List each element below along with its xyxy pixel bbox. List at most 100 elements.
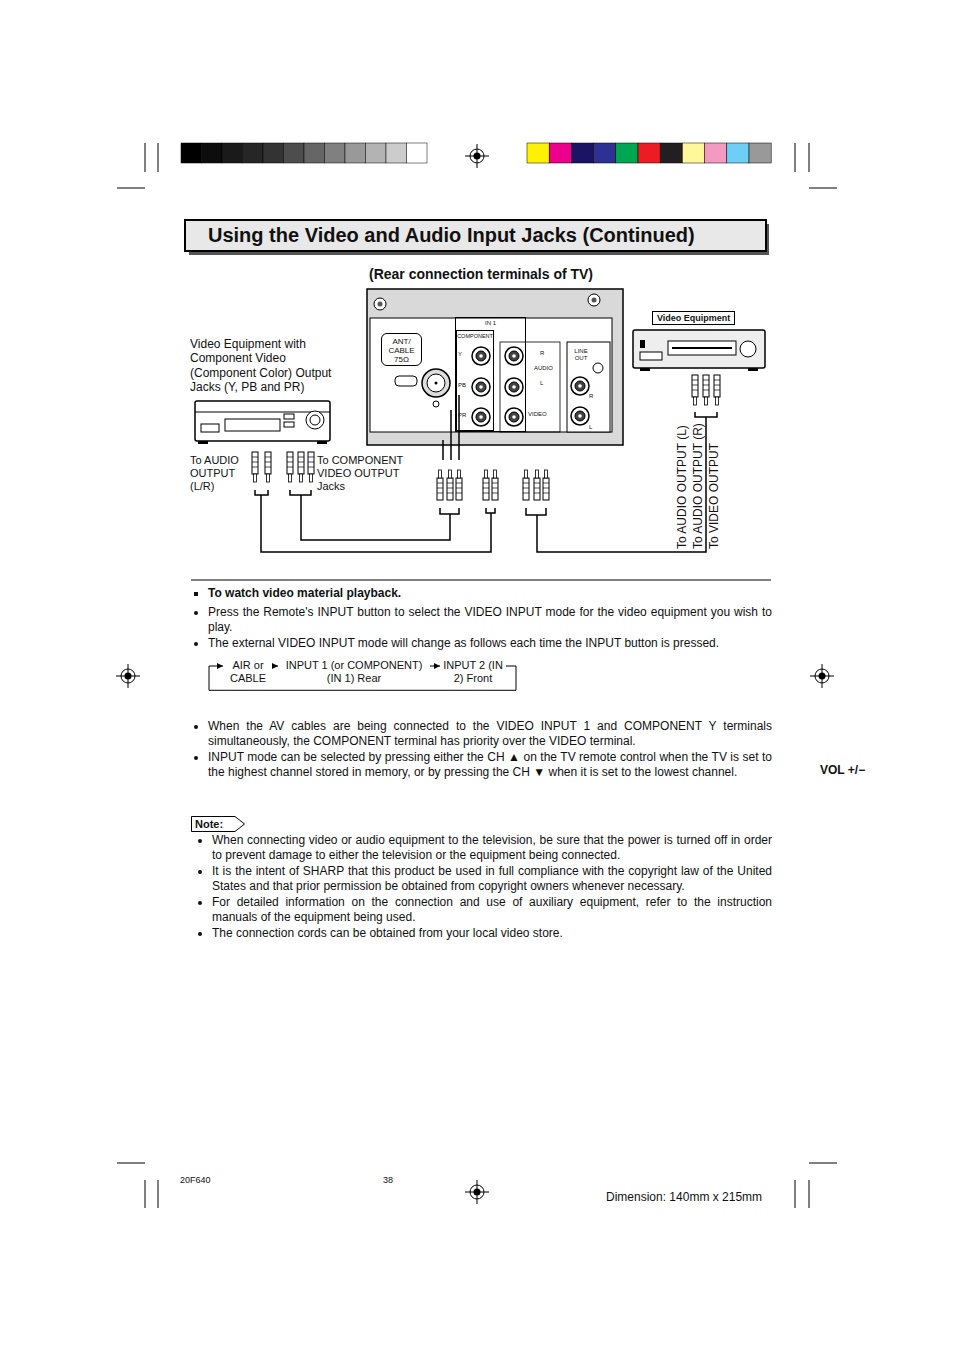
jack-pin xyxy=(578,384,582,388)
bullet-text: When connecting video or audio equipment… xyxy=(212,833,772,862)
note-tag: Note: xyxy=(191,816,245,832)
arrowhead xyxy=(217,663,223,669)
color-patch xyxy=(571,143,593,163)
plug-body xyxy=(714,375,720,397)
plug-grip xyxy=(492,488,498,489)
plug-tip xyxy=(439,470,442,478)
plug-grip xyxy=(714,385,720,386)
gray-patch xyxy=(284,143,305,163)
plug-grip xyxy=(447,493,453,494)
text-label: To AUDIO OUTPUT (L/R) xyxy=(190,454,254,494)
arrowhead xyxy=(434,663,440,669)
text-label: (Rear connection terminals of TV) xyxy=(369,266,593,283)
node-text: Note: xyxy=(195,816,245,832)
text-label: PR xyxy=(458,412,466,419)
jack-core xyxy=(476,351,486,361)
plug-grip xyxy=(692,385,698,386)
jack-pin xyxy=(512,354,516,358)
node-text: Video Equipment xyxy=(657,313,730,323)
color-patch xyxy=(549,143,571,163)
plug-body xyxy=(308,452,314,474)
plug-grip xyxy=(714,380,720,381)
node-text: AIR or CABLE xyxy=(226,659,270,684)
reg-line xyxy=(477,1180,478,1204)
bullet-text: Press the Remote's INPUT button to selec… xyxy=(208,605,772,634)
gray-patch xyxy=(202,143,223,163)
reg-line xyxy=(822,664,823,688)
node-text: INPUT 2 (IN 2) Front xyxy=(443,659,503,684)
title: Using the Video and Audio Input Jacks (C… xyxy=(208,224,695,247)
plug-tip xyxy=(289,474,292,482)
plug-grip xyxy=(456,483,462,484)
jack-pin xyxy=(512,385,516,389)
node-text: ANT/ CABLE 75Ω xyxy=(382,337,421,365)
jack-ring xyxy=(472,378,490,396)
plug-grip xyxy=(703,380,709,381)
plug-grip xyxy=(703,390,709,391)
plug-grip xyxy=(523,493,529,494)
plug-body xyxy=(492,478,498,500)
plug-body xyxy=(692,375,698,397)
plug-grip xyxy=(265,462,271,463)
plug-grip xyxy=(265,467,271,468)
plug-grip xyxy=(252,457,258,458)
plug-tip xyxy=(485,470,488,478)
plug-grip xyxy=(714,390,720,391)
gray-patch xyxy=(345,143,366,163)
plug-grip xyxy=(308,467,314,468)
color-patch xyxy=(749,143,771,163)
text-label: To COMPONENT VIDEO OUTPUT Jacks xyxy=(317,454,417,494)
component-video-equipment xyxy=(195,401,330,444)
text-label: Y xyxy=(458,351,462,358)
jack-ring xyxy=(472,408,490,426)
plug-grip xyxy=(703,385,709,386)
jack-ring xyxy=(505,378,523,396)
plug-grip xyxy=(447,483,453,484)
plug-grip xyxy=(252,462,258,463)
cable-label: To AUDIO OUTPUT (L) xyxy=(676,425,688,549)
plug-grip xyxy=(308,457,314,458)
jack-core xyxy=(575,411,585,421)
plug-grip xyxy=(298,457,304,458)
color-patch xyxy=(727,143,749,163)
jack-core xyxy=(509,412,519,422)
plug-body xyxy=(703,375,709,397)
color-patch xyxy=(616,143,638,163)
plug-grip xyxy=(543,488,549,489)
arrowhead xyxy=(272,663,278,669)
jack-core xyxy=(476,412,486,422)
gray-patch xyxy=(386,143,407,163)
plug-body xyxy=(456,478,462,500)
note-shape xyxy=(192,817,245,832)
bullet-text: It is the intent of SHARP that this prod… xyxy=(212,864,772,893)
plug-grip xyxy=(523,483,529,484)
text-label: R xyxy=(589,393,593,400)
vcr xyxy=(633,330,765,371)
gray-patch xyxy=(263,143,284,163)
title-band xyxy=(185,220,766,251)
plug-grip xyxy=(692,390,698,391)
plug-tip xyxy=(545,470,548,478)
tv-rear-panel xyxy=(367,289,623,445)
plug-grip xyxy=(692,380,698,381)
rca-jacks xyxy=(472,347,589,426)
node-text: IN 1 xyxy=(456,320,525,327)
jack-ring xyxy=(472,347,490,365)
crop-marks xyxy=(117,143,837,1208)
cable-label: To AUDIO OUTPUT (R) xyxy=(692,423,704,549)
plug-body xyxy=(483,478,489,500)
gray-patch xyxy=(407,143,428,163)
plug-tip xyxy=(254,474,257,482)
jack-pin xyxy=(578,414,582,418)
jack-ring xyxy=(505,347,523,365)
gray-patch xyxy=(366,143,387,163)
gray-patch xyxy=(304,143,325,163)
color-patch xyxy=(638,143,660,163)
plug-grip xyxy=(523,488,529,489)
jack-pin xyxy=(479,385,483,389)
node-text: COMPONENT xyxy=(457,333,493,339)
plug-grip xyxy=(298,467,304,468)
plug-tip xyxy=(458,470,461,478)
bullet-text: For detailed information on the connecti… xyxy=(212,895,772,924)
plug-tip xyxy=(705,397,708,405)
